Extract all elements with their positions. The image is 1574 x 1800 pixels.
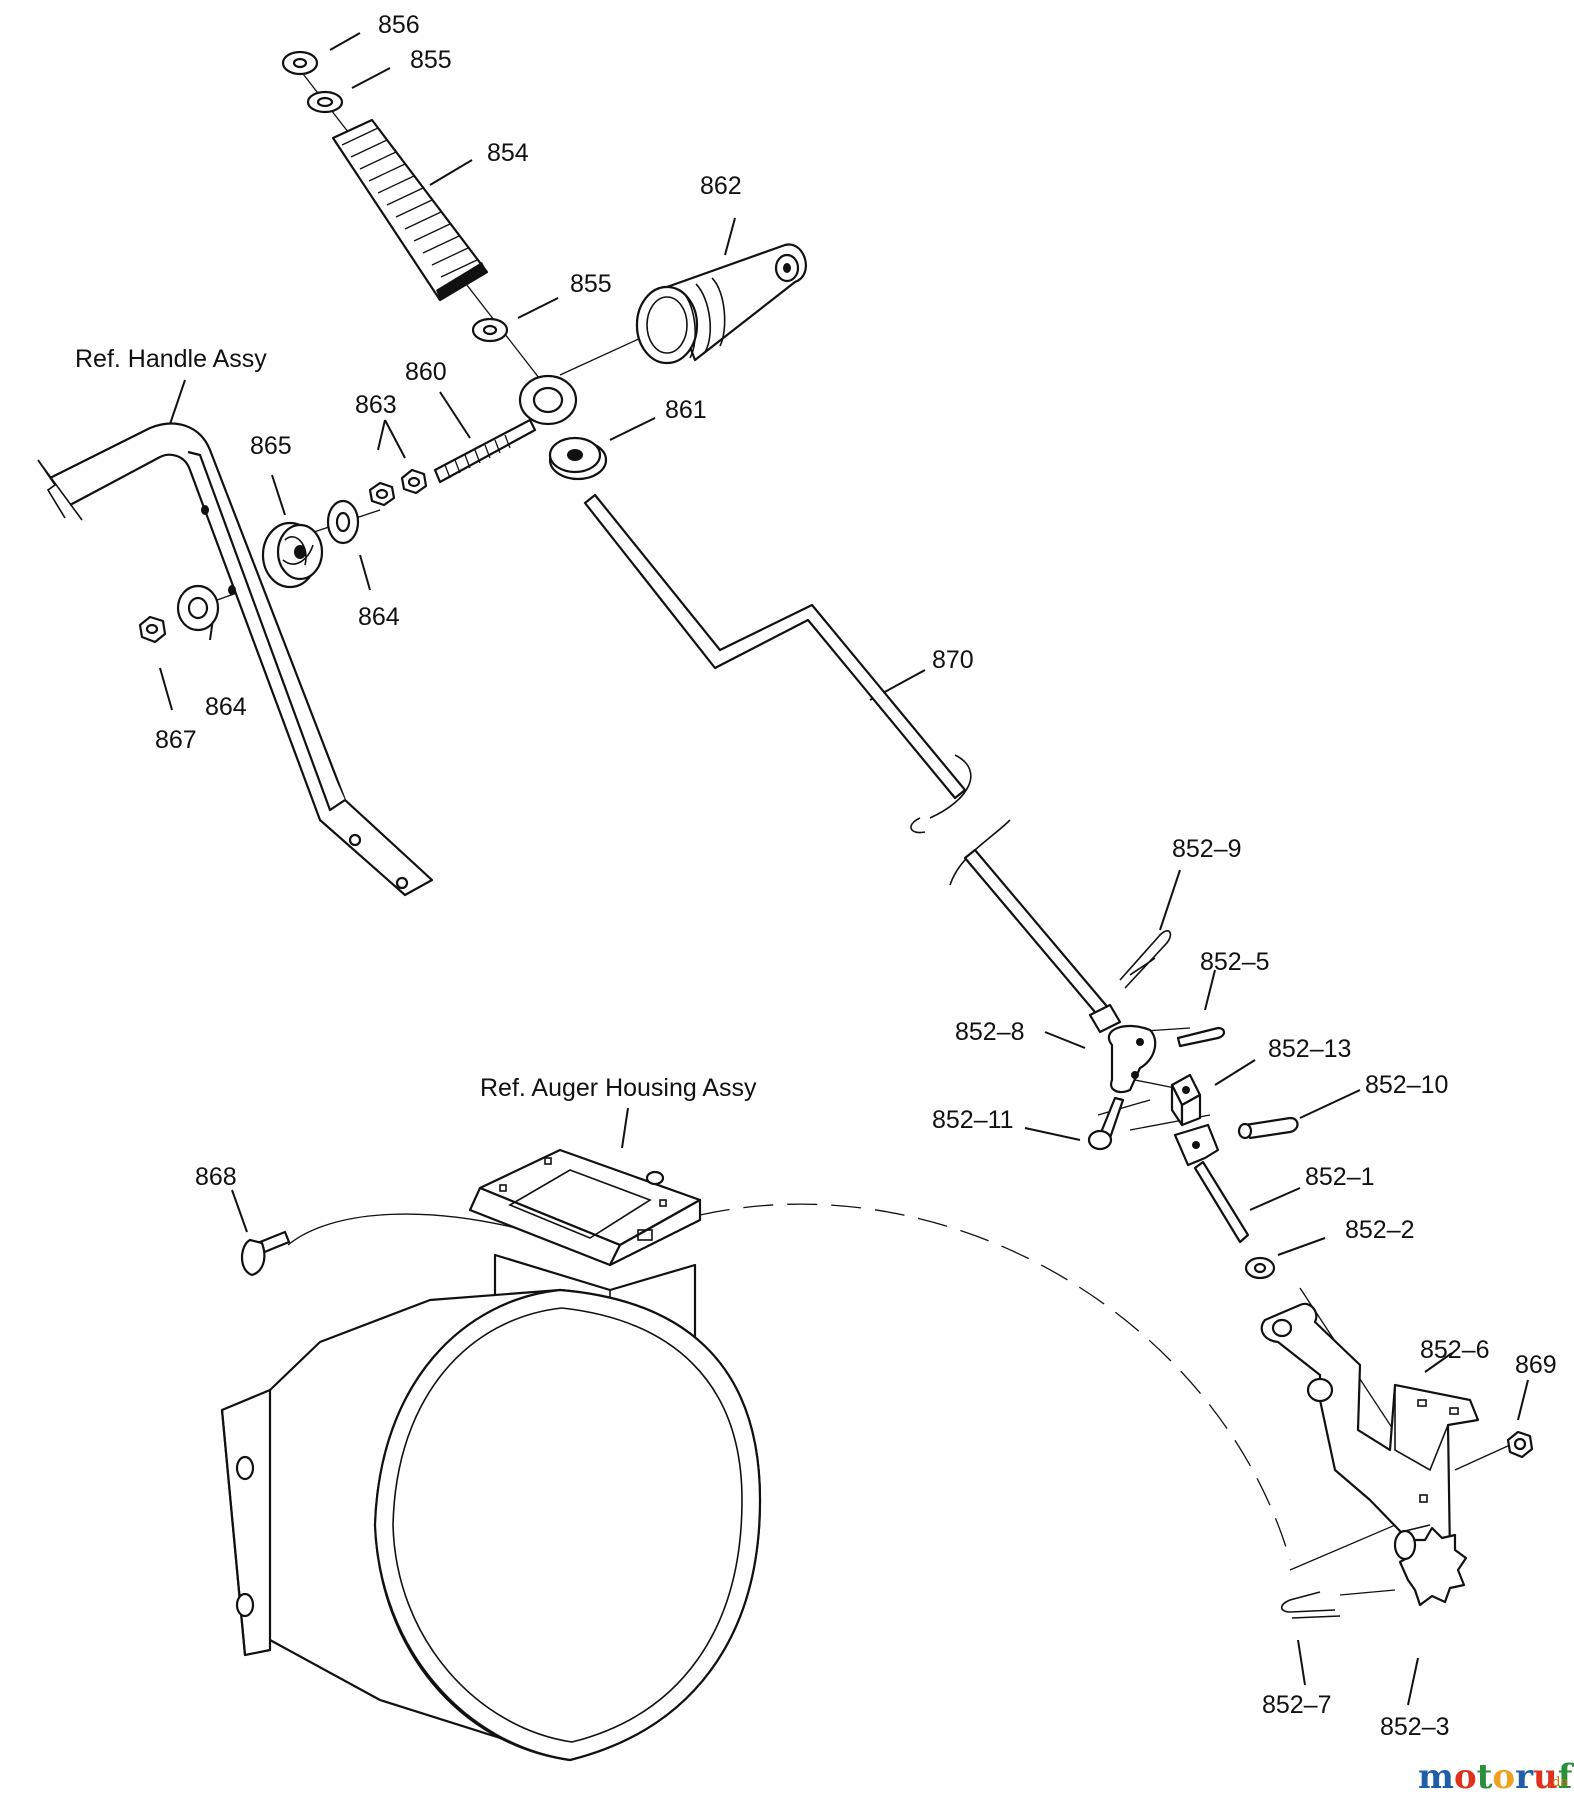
motoruf-logo: motoruf .de <box>1418 1757 1574 1797</box>
eye-bolt-860 <box>433 374 578 484</box>
logo-letter-r: r <box>1515 1757 1534 1797</box>
label-870: 870 <box>932 646 974 674</box>
logo-letter-t: t <box>1477 1757 1493 1797</box>
label-855-bottom: 855 <box>570 270 612 298</box>
knob-862 <box>635 243 807 365</box>
hairpin-852-9 <box>1119 930 1172 989</box>
bracket-852-6 <box>1260 1302 1480 1564</box>
label-855-top: 855 <box>410 46 452 74</box>
label-852-11: 852–11 <box>932 1106 1014 1134</box>
label-852-5: 852–5 <box>1200 948 1270 976</box>
nut-869 <box>1506 1430 1534 1459</box>
grip-854 <box>331 118 489 302</box>
washer-864-bottom <box>176 584 220 632</box>
logo-letter-m: m <box>1418 1757 1454 1797</box>
label-862: 862 <box>700 172 742 200</box>
washer-855-top <box>306 90 344 114</box>
label-865: 865 <box>250 432 292 460</box>
label-ref-auger: Ref. Auger Housing Assy <box>480 1074 757 1102</box>
label-852-1: 852–1 <box>1305 1163 1375 1191</box>
label-854: 854 <box>487 139 529 167</box>
washer-852-2 <box>1244 1256 1276 1280</box>
washer-864-top <box>326 499 360 545</box>
label-863: 863 <box>355 391 397 419</box>
block-852-13 <box>1170 1073 1202 1127</box>
carriage-bolt-868 <box>240 1230 291 1277</box>
label-861: 861 <box>665 396 707 424</box>
auger-housing <box>220 1148 762 1762</box>
svg-text:motoruf: motoruf <box>1418 1757 1574 1797</box>
label-864-bottom: 864 <box>205 693 247 721</box>
logo-letter-f: f <box>1558 1757 1574 1797</box>
label-852-9: 852–9 <box>1172 835 1242 863</box>
logo-suffix: .de <box>1548 1775 1568 1790</box>
label-852-13: 852–13 <box>1268 1035 1351 1063</box>
clip-852-7 <box>1280 1591 1341 1619</box>
cotter-pin-852-5 <box>1176 1026 1226 1048</box>
label-852-6: 852–6 <box>1420 1336 1490 1364</box>
label-ref-handle: Ref. Handle Assy <box>75 345 267 373</box>
washer-855-bottom <box>471 317 509 343</box>
spacer-865 <box>261 521 324 589</box>
bolt-852-11 <box>1087 1096 1125 1151</box>
label-852-10: 852–10 <box>1365 1071 1448 1099</box>
label-852-7: 852–7 <box>1262 1691 1332 1719</box>
clevis-852-8 <box>1088 1003 1157 1094</box>
label-869: 869 <box>1515 1351 1557 1379</box>
nuts-863 <box>368 468 428 507</box>
label-860: 860 <box>405 358 447 386</box>
washer-856 <box>281 50 319 76</box>
shift-rod-870 <box>583 493 1112 1020</box>
label-852-3: 852–3 <box>1380 1713 1450 1741</box>
label-852-2: 852–2 <box>1345 1216 1415 1244</box>
logo-letter-u: u <box>1533 1757 1558 1797</box>
label-864-top: 864 <box>358 603 400 631</box>
part-labels: 856 855 854 862 855 Ref. Handle Assy 860… <box>75 11 1557 1741</box>
rod-852-1 <box>1173 1123 1250 1244</box>
label-852-8: 852–8 <box>955 1018 1025 1046</box>
bushing-861 <box>548 436 608 481</box>
label-867: 867 <box>155 726 197 754</box>
label-868: 868 <box>195 1163 237 1191</box>
pin-852-10 <box>1237 1116 1299 1140</box>
nut-867 <box>138 615 167 644</box>
logo-letter-o2: o <box>1492 1757 1515 1797</box>
label-856: 856 <box>378 11 420 39</box>
handle-assy <box>37 422 434 897</box>
logo-letter-o1: o <box>1454 1757 1477 1797</box>
gear-852-3 <box>1393 1524 1468 1607</box>
